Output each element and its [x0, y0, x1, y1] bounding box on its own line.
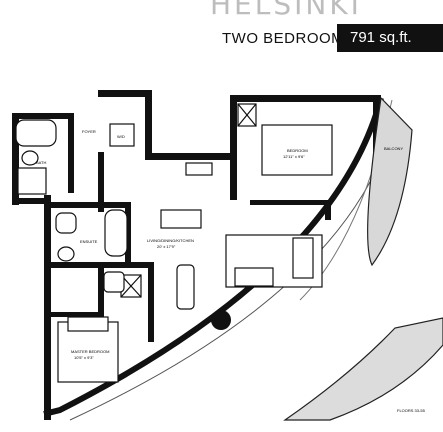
area-label: 791 sq.ft.	[350, 29, 412, 46]
area-badge	[337, 24, 443, 52]
model-name-title: HELSINKI	[210, 0, 362, 21]
column-marker	[211, 310, 231, 330]
fixtures	[15, 119, 333, 383]
ensuite-label: ENSUITE	[80, 239, 98, 244]
bedroom-dims: 12'11" x 9'6"	[283, 154, 305, 159]
wd-label: W/D	[117, 134, 125, 139]
living-dims: 20' x 17'9"	[157, 244, 176, 249]
bedroom-label: BEDROOM	[287, 148, 308, 153]
floors-label: FLOORS 33-55	[397, 408, 426, 413]
balcony-upper	[367, 96, 413, 267]
master-bedroom-label: MASTER BEDROOM	[71, 349, 109, 354]
balcony-label: BALCONY	[384, 146, 403, 151]
bath-label: BATH	[36, 160, 46, 165]
living-label: LIVING/DINING/KITCHEN	[147, 238, 194, 243]
balcony-lower	[283, 317, 443, 421]
unit-type-label: TWO BEDROOM	[222, 30, 345, 47]
master-bedroom-dims: 10'5" x 9'3"	[74, 355, 94, 360]
foyer-label: FOYER	[82, 129, 96, 134]
